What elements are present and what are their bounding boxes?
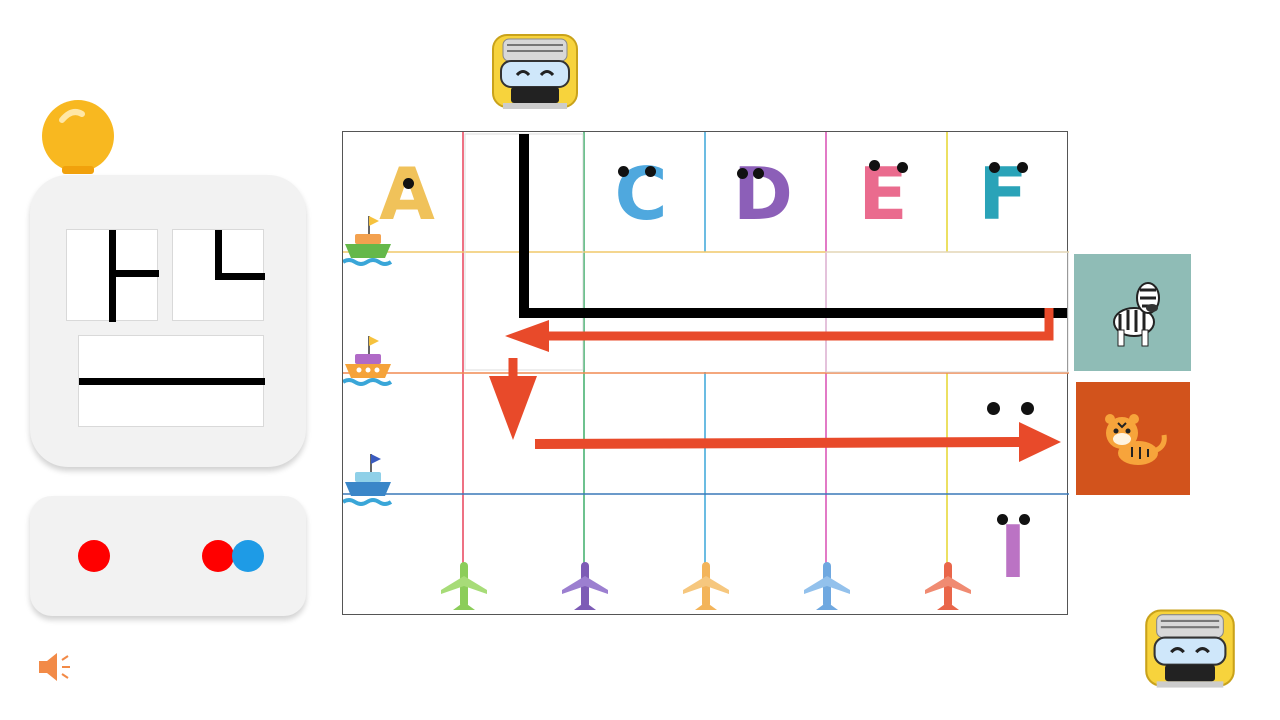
game-board: A C D E F I [342,131,1069,615]
dot-panel [30,496,306,616]
red-dot[interactable] [202,540,234,572]
zebra-card[interactable] [1074,254,1191,371]
plane-icon[interactable] [439,558,489,614]
zebra-icon [1112,281,1160,346]
eye-icon [753,168,764,179]
eye-icon [989,162,1000,173]
letter-c[interactable]: C [614,152,668,236]
letter-e[interactable]: E [858,152,908,236]
eye-icon [1019,514,1030,525]
letter-i[interactable]: I [999,510,1027,594]
eye-icon [869,160,880,171]
boat-blue-icon[interactable] [343,450,393,510]
red-dot[interactable] [78,540,110,572]
plane-icon[interactable] [923,558,973,614]
tiger-card[interactable] [1076,382,1190,495]
tiger-icon [1105,413,1167,465]
eye-icon [618,166,629,177]
hint-panel [30,175,306,467]
letter-f[interactable]: F [978,152,1028,236]
maze-tile-wall[interactable] [78,335,265,427]
boat-orange-icon[interactable] [343,332,393,390]
letter-d[interactable]: D [733,152,793,236]
eye-icon [737,168,748,179]
speaker-icon[interactable] [36,650,74,684]
eye-icon [987,402,1000,415]
letter-a[interactable]: A [379,152,435,236]
robot-icon[interactable] [1140,602,1240,694]
eye-icon [1017,162,1028,173]
eye-icon [997,514,1008,525]
blue-dot[interactable] [232,540,264,572]
board-grid [343,132,1069,572]
boat-green-icon[interactable] [343,212,393,270]
eye-icon [645,166,656,177]
robot-icon[interactable] [487,31,583,111]
eye-icon [897,162,908,173]
plane-icon[interactable] [560,558,610,614]
maze-tile-corner[interactable] [172,229,265,321]
plane-icon[interactable] [681,558,731,614]
plane-icon[interactable] [802,558,852,614]
eye-icon [403,178,414,189]
eye-icon [1021,402,1034,415]
maze-tile-t[interactable] [66,229,159,322]
